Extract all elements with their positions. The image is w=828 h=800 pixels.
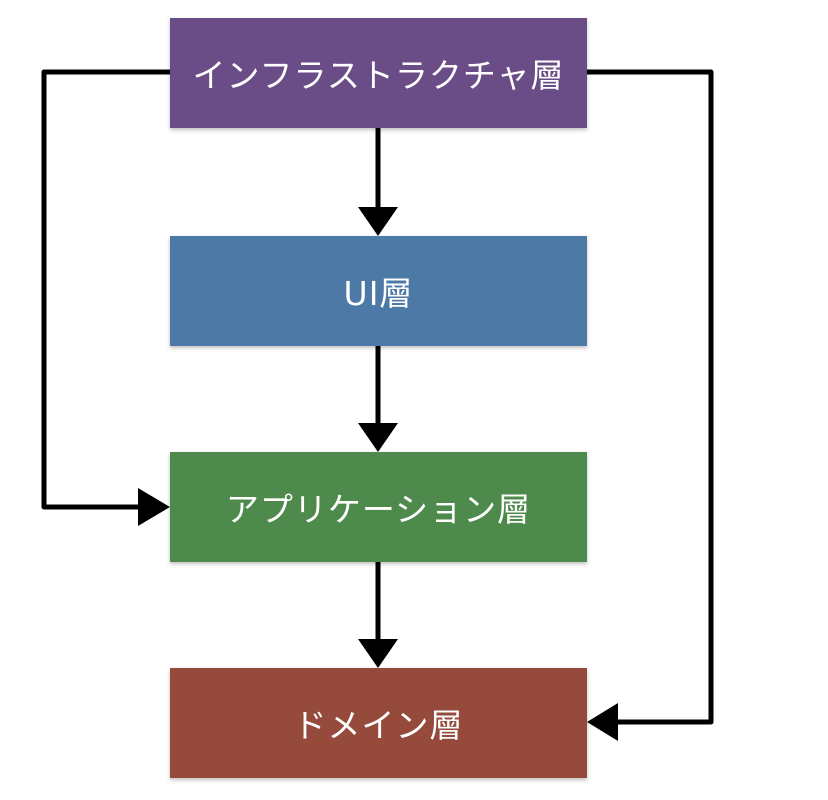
domain-layer-box: ドメイン層 [170, 668, 587, 778]
application-layer-box: アプリケーション層 [170, 452, 587, 562]
arrow-infrastructure-to-domain [584, 69, 714, 725]
application-layer-label: アプリケーション層 [225, 490, 532, 529]
ui-layer-label: UI層 [343, 274, 414, 313]
arrowhead-application-top [358, 423, 398, 452]
infrastructure-layer-box: インフラストラクチャ層 [170, 18, 587, 128]
arrowhead-ui [358, 207, 398, 236]
arrowhead-domain-right [587, 703, 618, 741]
ui-layer-box: UI層 [170, 236, 587, 346]
arrowhead-application-left [138, 488, 170, 526]
domain-layer-label: ドメイン層 [293, 706, 464, 745]
arrowhead-domain-top [358, 639, 398, 668]
arrow-infrastructure-to-application [41, 69, 173, 510]
infrastructure-layer-label: インフラストラクチャ層 [192, 56, 565, 95]
